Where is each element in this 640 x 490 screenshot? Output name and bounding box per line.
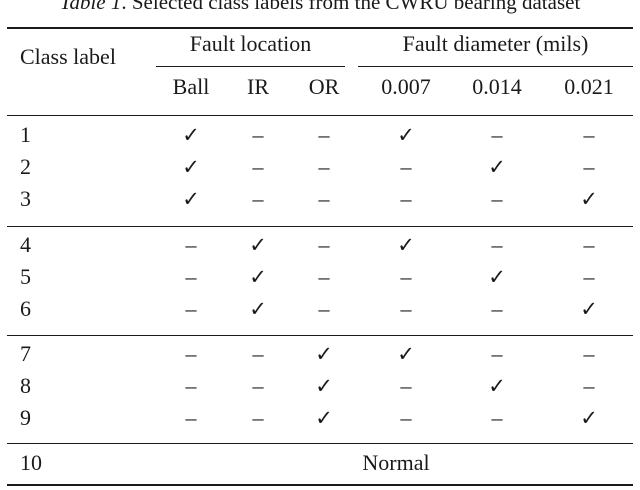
table-row: 1 ✓ – – ✓ – – — [0, 118, 640, 152]
dash-mark: – — [185, 264, 197, 289]
dash-mark: – — [491, 122, 503, 147]
row-class-label: 7 — [20, 341, 31, 366]
dash-mark: – — [252, 405, 264, 430]
dash-mark: – — [491, 341, 503, 366]
dash-mark: – — [185, 232, 197, 257]
column-header-or: OR — [308, 74, 340, 99]
check-mark: ✓ — [580, 406, 598, 430]
dash-mark: – — [252, 373, 264, 398]
column-header-ir: IR — [247, 74, 269, 99]
row-class-label: 1 — [20, 122, 31, 147]
dash-mark: – — [185, 341, 197, 366]
dash-mark: – — [491, 296, 503, 321]
row-class-label: 10 — [20, 450, 42, 475]
row-class-label: 8 — [20, 373, 31, 398]
table-row: 10 Normal — [0, 446, 640, 480]
dash-mark: – — [318, 264, 330, 289]
check-mark: ✓ — [182, 123, 200, 147]
dash-mark: – — [583, 373, 595, 398]
top-rule — [7, 27, 633, 29]
dash-mark: – — [400, 373, 412, 398]
row-class-label: 3 — [20, 186, 31, 211]
group-divider-3 — [7, 443, 633, 444]
dash-mark: – — [318, 232, 330, 257]
dash-mark: – — [185, 405, 197, 430]
check-mark: ✓ — [182, 187, 200, 211]
table-row: 2 ✓ – – – ✓ – — [0, 150, 640, 184]
dash-mark: – — [318, 186, 330, 211]
table-row: 9 – – ✓ – – ✓ — [0, 401, 640, 435]
column-header-0-007: 0.007 — [381, 74, 431, 99]
table-row: 6 – ✓ – – – ✓ — [0, 292, 640, 326]
header-rule — [7, 115, 633, 116]
dash-mark: – — [252, 122, 264, 147]
check-mark: ✓ — [315, 374, 333, 398]
table-caption: Table 1. Selected class labels from the … — [0, 0, 640, 16]
fault-location-header: Fault location — [189, 31, 312, 56]
dash-mark: – — [252, 186, 264, 211]
check-mark: ✓ — [488, 155, 506, 179]
check-mark: ✓ — [397, 233, 415, 257]
row-class-label: 2 — [20, 154, 31, 179]
dash-mark: – — [583, 122, 595, 147]
dash-mark: – — [185, 296, 197, 321]
table-row: 4 – ✓ – ✓ – – — [0, 228, 640, 262]
dash-mark: – — [318, 154, 330, 179]
dash-mark: – — [583, 264, 595, 289]
dash-mark: – — [400, 405, 412, 430]
column-header-0-014: 0.014 — [472, 74, 522, 99]
group-divider-2 — [7, 335, 633, 336]
dash-mark: – — [583, 232, 595, 257]
fault-diameter-header: Fault diameter (mils) — [402, 31, 589, 56]
dash-mark: – — [491, 232, 503, 257]
check-mark: ✓ — [249, 233, 267, 257]
dash-mark: – — [583, 154, 595, 179]
dash-mark: – — [318, 122, 330, 147]
dash-mark: – — [491, 186, 503, 211]
dash-mark: – — [318, 296, 330, 321]
caption-label: Table 1 — [59, 0, 122, 14]
bottom-rule — [7, 484, 633, 486]
check-mark: ✓ — [580, 297, 598, 321]
normal-cell: Normal — [362, 450, 430, 475]
dash-mark: – — [252, 341, 264, 366]
check-mark: ✓ — [249, 297, 267, 321]
dash-mark: – — [400, 154, 412, 179]
row-class-label: 4 — [20, 232, 31, 257]
column-header-0-021: 0.021 — [564, 74, 614, 99]
table-row: 3 ✓ – – – – ✓ — [0, 182, 640, 216]
dash-mark: – — [491, 405, 503, 430]
dash-mark: – — [400, 296, 412, 321]
column-header-ball: Ball — [172, 74, 210, 99]
table-row: 8 – – ✓ – ✓ – — [0, 369, 640, 403]
check-mark: ✓ — [397, 123, 415, 147]
fault-location-underline — [156, 66, 345, 67]
check-mark: ✓ — [397, 342, 415, 366]
check-mark: ✓ — [315, 406, 333, 430]
dash-mark: – — [400, 186, 412, 211]
dash-mark: – — [583, 341, 595, 366]
caption-text: . Selected class labels from the CWRU be… — [121, 0, 581, 14]
dash-mark: – — [252, 154, 264, 179]
row-class-label: 5 — [20, 264, 31, 289]
check-mark: ✓ — [182, 155, 200, 179]
check-mark: ✓ — [488, 374, 506, 398]
table-row: 5 – ✓ – – ✓ – — [0, 260, 640, 294]
table-row: 7 – – ✓ ✓ – – — [0, 337, 640, 371]
check-mark: ✓ — [249, 265, 267, 289]
check-mark: ✓ — [488, 265, 506, 289]
dash-mark: – — [400, 264, 412, 289]
group-divider-1 — [7, 226, 633, 227]
check-mark: ✓ — [315, 342, 333, 366]
dash-mark: – — [185, 373, 197, 398]
row-class-label: 9 — [20, 405, 31, 430]
class-label-header: Class label — [20, 44, 116, 69]
row-class-label: 6 — [20, 296, 31, 321]
fault-diameter-underline — [358, 66, 633, 67]
check-mark: ✓ — [580, 187, 598, 211]
